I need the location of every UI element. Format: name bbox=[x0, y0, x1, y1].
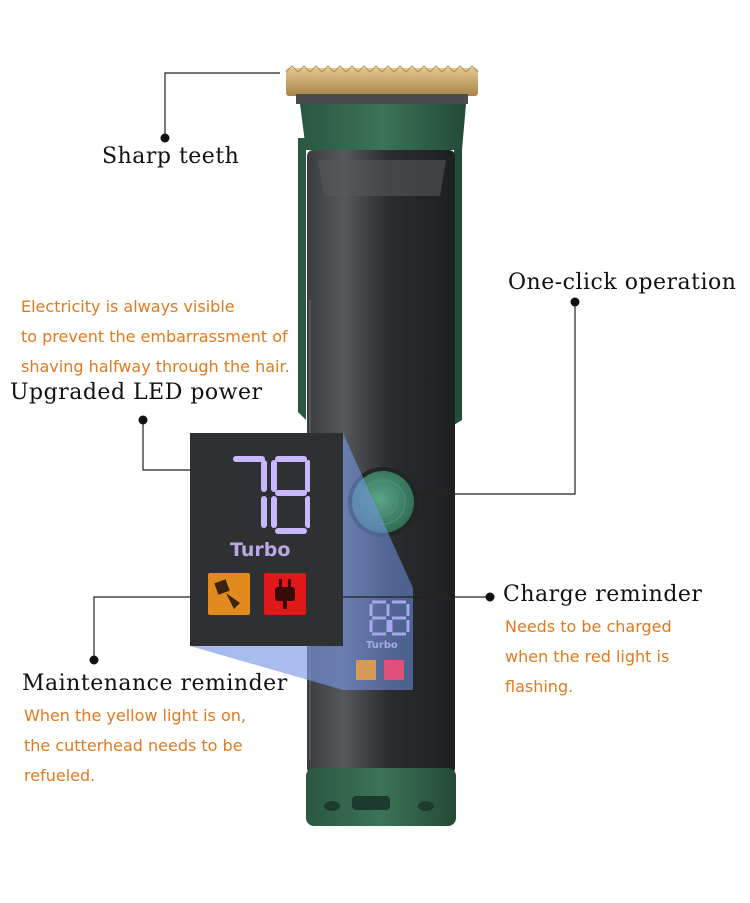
zoomed-display-panel: Turbo bbox=[190, 433, 343, 646]
maintenance-reminder-heading: Maintenance reminder bbox=[22, 671, 288, 696]
green-head bbox=[300, 104, 466, 150]
battery-digits bbox=[233, 456, 310, 534]
plug-icon bbox=[275, 579, 295, 609]
oil-drop-icon bbox=[214, 579, 240, 609]
leader-one-click bbox=[413, 302, 576, 495]
magnify-beam bbox=[190, 433, 413, 690]
sharp-teeth-heading: Sharp teeth bbox=[102, 144, 240, 169]
one-click-heading: One-click operation bbox=[508, 270, 737, 295]
upgraded-led-heading: Upgraded LED power bbox=[10, 380, 263, 405]
maintenance-indicator bbox=[208, 573, 250, 615]
blade bbox=[286, 68, 478, 96]
turbo-mode-label: Turbo bbox=[230, 539, 291, 561]
charge-note: Needs to be charged when the red light i… bbox=[505, 617, 672, 696]
small-display bbox=[356, 600, 410, 680]
leader-maintenance bbox=[93, 596, 232, 660]
leader-led bbox=[142, 420, 192, 471]
charge-reminder-heading: Charge reminder bbox=[503, 582, 703, 607]
small-turbo-label: Turbo bbox=[366, 640, 398, 651]
charge-indicator bbox=[264, 573, 306, 615]
leader-sharp-teeth bbox=[164, 72, 280, 138]
maintenance-note: When the yellow light is on, the cutterh… bbox=[24, 706, 246, 785]
electricity-note: Electricity is always visible to prevent… bbox=[21, 297, 290, 376]
